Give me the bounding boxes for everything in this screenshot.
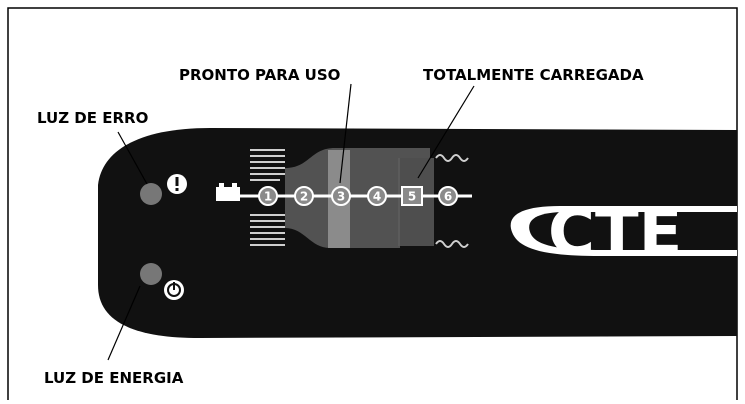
coil-pattern-left-top	[250, 149, 285, 181]
step-1: 1	[258, 186, 278, 206]
callout-line-power	[107, 285, 141, 361]
step-6: 6	[438, 186, 458, 206]
step-5: 5	[401, 186, 423, 206]
callout-line-error	[117, 131, 148, 185]
step-3-label: 3	[337, 190, 345, 204]
power-led	[140, 263, 162, 285]
step-5-label: 5	[408, 190, 416, 204]
step-1-label: 1	[264, 190, 272, 204]
step-2-label: 2	[300, 190, 308, 204]
label-full-charge: TOTALMENTE CARREGADA	[423, 66, 644, 84]
exclamation-icon	[167, 174, 187, 194]
brand-logo: CTE	[510, 196, 737, 270]
step-4-label: 4	[373, 190, 381, 204]
charge-flow-shape	[285, 148, 430, 248]
step-4: 4	[367, 186, 387, 206]
battery-icon	[216, 183, 240, 201]
step-6-label: 6	[444, 190, 452, 204]
label-error-light: LUZ DE ERRO	[37, 109, 148, 127]
squiggle-bottom-right	[435, 240, 469, 248]
coil-pattern-left-bottom	[250, 214, 285, 246]
callout-line-ready	[339, 83, 352, 184]
label-ready: PRONTO PARA USO	[179, 66, 340, 84]
brand-logo-text: CTE	[548, 196, 682, 270]
step-2: 2	[294, 186, 314, 206]
step-3: 3	[331, 186, 351, 206]
error-led	[140, 183, 162, 205]
callout-line-full	[417, 85, 475, 179]
label-power-light: LUZ DE ENERGIA	[44, 369, 184, 387]
power-icon	[164, 280, 184, 300]
squiggle-top-right	[435, 154, 469, 162]
